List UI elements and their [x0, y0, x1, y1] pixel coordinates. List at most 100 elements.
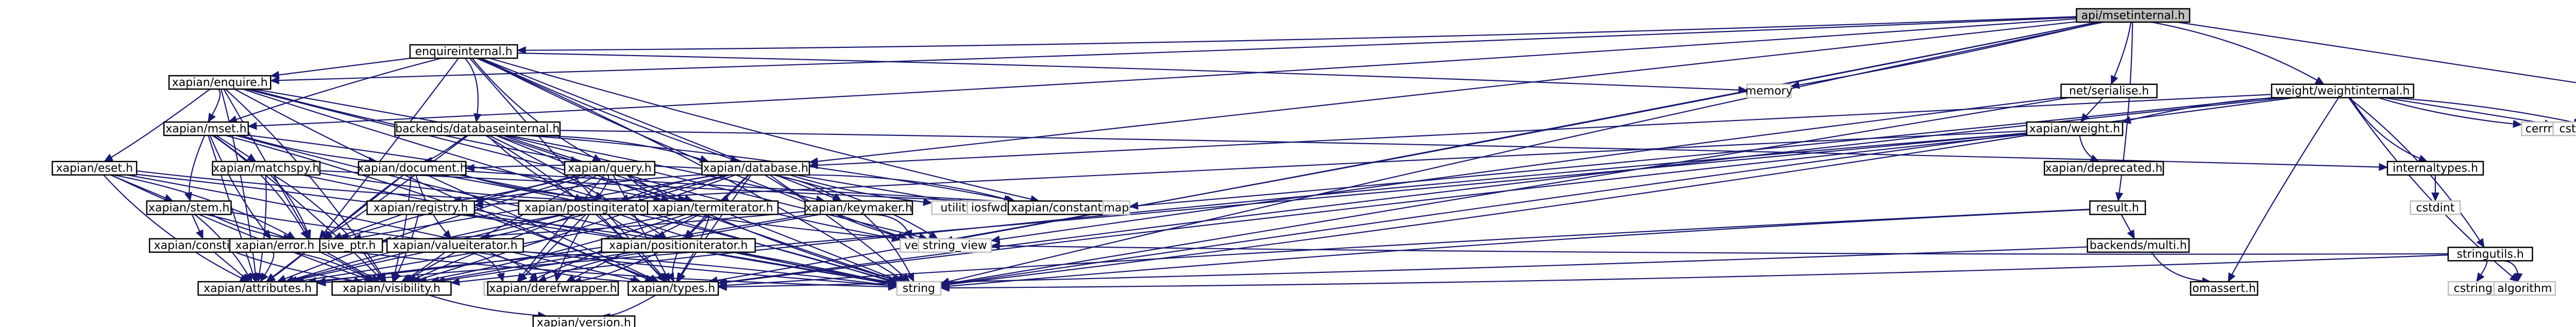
node-box	[212, 161, 321, 176]
arrowhead-icon	[2431, 192, 2439, 202]
node-enquireinternal[interactable]: enquireinternal.h	[409, 44, 518, 59]
arrowhead-icon	[2314, 76, 2325, 85]
node-omassert[interactable]: omassert.h	[2190, 281, 2259, 296]
node-stem[interactable]: xapian/stem.h	[146, 200, 232, 215]
edge-keymaker-to-string	[863, 214, 914, 282]
node-label: xapian/deprecated.h	[2045, 162, 2163, 175]
arrowhead-icon	[990, 242, 1000, 250]
node-registry[interactable]: xapian/registry.h	[366, 200, 476, 215]
node-root[interactable]: api/msetinternal.h	[2076, 8, 2191, 23]
node-label: memory	[1745, 85, 1793, 98]
arrowhead-icon	[163, 194, 174, 202]
arrowhead-icon	[473, 113, 482, 123]
node-box	[2447, 281, 2499, 296]
arrowhead-icon	[246, 153, 257, 162]
node-internaltypes[interactable]: internaltypes.h	[2386, 161, 2484, 176]
edge-database-to-iosfwd	[795, 174, 968, 205]
node-deprecated[interactable]: xapian/deprecated.h	[2043, 161, 2164, 176]
edge-weightinternal-to-database	[809, 94, 2272, 166]
edge-databaseinternal-to-intrusive_ptr	[323, 135, 469, 239]
node-query[interactable]: xapian/query.h	[564, 161, 656, 176]
edge-root-to-result	[2117, 22, 2133, 201]
node-error[interactable]: xapian/error.h	[229, 238, 321, 253]
edge-query-to-attributes	[277, 174, 590, 283]
node-version[interactable]: xapian/version.h	[532, 315, 636, 327]
arrowhead-icon	[2379, 163, 2388, 171]
edge-valueiterator-to-types	[488, 251, 639, 283]
edge-mset-to-error	[209, 135, 272, 239]
arrowhead-icon	[808, 161, 818, 169]
arrowhead-icon	[465, 164, 475, 172]
node-keymaker[interactable]: xapian/keymaker.h	[804, 200, 913, 215]
edge-valueiterator-to-attributes	[288, 251, 425, 283]
node-multi[interactable]: backends/multi.h	[2087, 238, 2190, 253]
node-serialise[interactable]: net/serialise.h	[2060, 83, 2158, 98]
edge-enquireinternal-to-database	[480, 58, 739, 162]
node-document[interactable]: xapian/document.h	[357, 161, 467, 176]
edge-eset-to-attributes	[103, 174, 249, 283]
arrowhead-icon	[2476, 238, 2485, 248]
arrowhead-icon	[923, 198, 933, 206]
node-matchspy[interactable]: xapian/matchspy.h	[212, 161, 321, 176]
edge-root-to-enquire	[270, 16, 2077, 81]
node-valueiterator[interactable]: xapian/valueiterator.h	[386, 238, 524, 253]
edge-multi-to-omassert	[2151, 252, 2211, 283]
edge-weight-to-string	[940, 134, 2027, 286]
edge-enquire-to-eset	[104, 89, 211, 162]
node-termiterator[interactable]: xapian/termiterator.h	[647, 200, 779, 215]
edge-databaseinternal-to-string_view	[504, 134, 928, 239]
node-label: map	[1104, 201, 1129, 214]
edge-postingiterator-to-string	[619, 214, 897, 284]
edge-matchspy-to-attributes	[257, 175, 267, 282]
node-databaseinternal[interactable]: backends/databaseinternal.h	[394, 121, 561, 136]
node-label: result.h	[2096, 201, 2139, 214]
edge-enquireinternal-to-enquire	[270, 57, 411, 77]
edge-enquire-to-keymaker	[253, 88, 825, 202]
edge-root-to-string	[940, 21, 2104, 284]
edge-query-to-visibility	[403, 174, 598, 282]
edge-stringutils-to-string_view	[991, 245, 2448, 255]
arrowhead-icon	[677, 272, 686, 283]
node-attributes[interactable]: xapian/attributes.h	[197, 281, 318, 296]
arrowhead-icon	[247, 122, 257, 130]
edge-mset-to-visibility	[213, 135, 384, 282]
node-eset[interactable]: xapian/eset.h	[52, 161, 138, 176]
node-weightinternal[interactable]: weight/weightinternal.h	[2270, 83, 2415, 98]
node-box	[386, 238, 524, 253]
arrowhead-icon	[240, 273, 250, 282]
node-positioniterator[interactable]: xapian/positioniterator.h	[601, 238, 756, 253]
arrowhead-icon	[2127, 229, 2135, 239]
arrowhead-icon	[270, 76, 280, 84]
edge-stem-to-intrusive_ptr	[211, 214, 293, 239]
node-label: backends/databaseinternal.h	[395, 123, 560, 135]
edge-keymaker-to-attributes	[307, 214, 809, 283]
node-weight[interactable]: xapian/weight.h	[2026, 121, 2124, 136]
edge-databaseinternal-to-postingiterator	[486, 135, 583, 202]
node-postingiterator[interactable]: xapian/postingiterator.h	[518, 200, 667, 215]
node-box	[564, 161, 656, 176]
arrowhead-icon	[450, 278, 460, 286]
node-label: enquireinternal.h	[415, 45, 513, 58]
node-types[interactable]: xapian/types.h	[628, 281, 719, 296]
arrowhead-icon	[303, 229, 311, 239]
node-result[interactable]: result.h	[2089, 200, 2146, 215]
arrowhead-icon	[1129, 201, 1139, 210]
node-label: algorithm	[2497, 282, 2552, 295]
edge-weightinternal-to-omassert	[2227, 97, 2340, 282]
node-enquire[interactable]: xapian/enquire.h	[168, 75, 272, 90]
edge-root-to-serialise	[2110, 22, 2132, 85]
edge-database-to-types	[677, 175, 752, 282]
node-stringutils[interactable]: stringutils.h	[2447, 247, 2533, 262]
node-mset[interactable]: xapian/mset.h	[163, 121, 249, 136]
node-database[interactable]: xapian/database.h	[701, 161, 810, 176]
node-label: xapian/postingiterator.h	[524, 201, 660, 214]
node-iosfwd: iosfwd	[967, 200, 1012, 215]
edge-weight-to-types	[718, 133, 2027, 284]
arrowhead-icon	[2089, 154, 2100, 162]
node-visibility[interactable]: xapian/visibility.h	[331, 281, 452, 296]
node-derefwrapper[interactable]: xapian/derefwrapper.h	[487, 281, 619, 296]
edge-database-to-string	[764, 174, 910, 282]
edge-enquire-to-string	[242, 88, 897, 283]
edge-keymaker-to-intrusive_ptr	[382, 211, 805, 242]
